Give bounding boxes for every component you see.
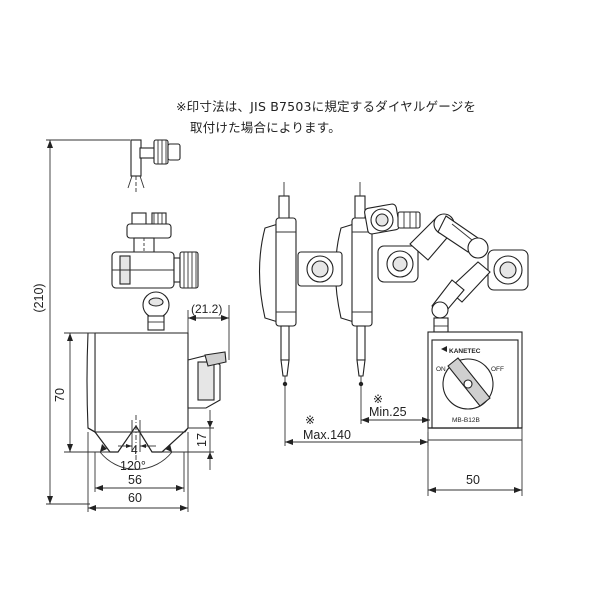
label-groove-span: 56	[128, 473, 142, 487]
label-groove-depth: 17	[195, 433, 209, 447]
dim-max-reach: ※ Max.140	[284, 388, 429, 446]
label-max-reach: Max.140	[303, 428, 351, 442]
dim-front-width: 50	[427, 440, 523, 496]
label-base-width: 60	[128, 491, 142, 505]
holder-with-knob	[111, 251, 199, 289]
dim-groove-span: 56	[94, 452, 185, 492]
label-groove-width: 4	[131, 443, 138, 457]
side-view: (210) 70 (21.2) 17	[32, 139, 230, 512]
base-block-side	[86, 332, 227, 460]
model-label: MB-B12B	[452, 417, 480, 424]
label-front-width: 50	[466, 473, 480, 487]
label-offset: (21.2)	[191, 302, 222, 316]
holder-clamp-front	[297, 251, 343, 287]
articulated-arm	[364, 203, 529, 333]
front-view: KANETEC ON OFF MB-B12B ※ Min.25 ※ M	[258, 182, 529, 496]
dim-groove-width: 4	[118, 432, 156, 457]
off-label: OFF	[491, 366, 504, 373]
dim-overall-height: (210)	[32, 139, 130, 505]
dim-base-width: 60	[87, 432, 189, 512]
label-max-reach-mark: ※	[305, 413, 315, 427]
dim-offset: (21.2)	[187, 302, 230, 360]
dial-gauge-right	[334, 182, 373, 388]
magnetic-base-front: KANETEC ON OFF MB-B12B	[427, 331, 523, 441]
clamp-middle	[126, 212, 172, 255]
dim-groove-angle: 120°	[99, 444, 173, 473]
label-min-reach-mark: ※	[373, 392, 383, 406]
label-groove-angle: 120°	[120, 459, 146, 473]
label-base-height: 70	[53, 388, 67, 402]
fine-adjuster-top	[127, 139, 181, 194]
note-line-2: 取付けた場合によります。	[190, 120, 341, 135]
note-line-1: ※印寸法は、JIS B7503に規定するダイヤルゲージを	[176, 99, 477, 114]
on-label: ON	[436, 366, 446, 373]
label-min-reach: Min.25	[369, 405, 407, 419]
dim-min-reach: ※ Min.25	[360, 388, 430, 424]
ball-joint	[142, 291, 170, 331]
dim-base-height: 70	[53, 332, 110, 453]
label-overall-height: (210)	[32, 283, 46, 312]
brand-label: KANETEC	[449, 348, 481, 355]
dim-groove-depth: 17	[162, 410, 214, 470]
dial-gauge-left	[258, 182, 297, 388]
